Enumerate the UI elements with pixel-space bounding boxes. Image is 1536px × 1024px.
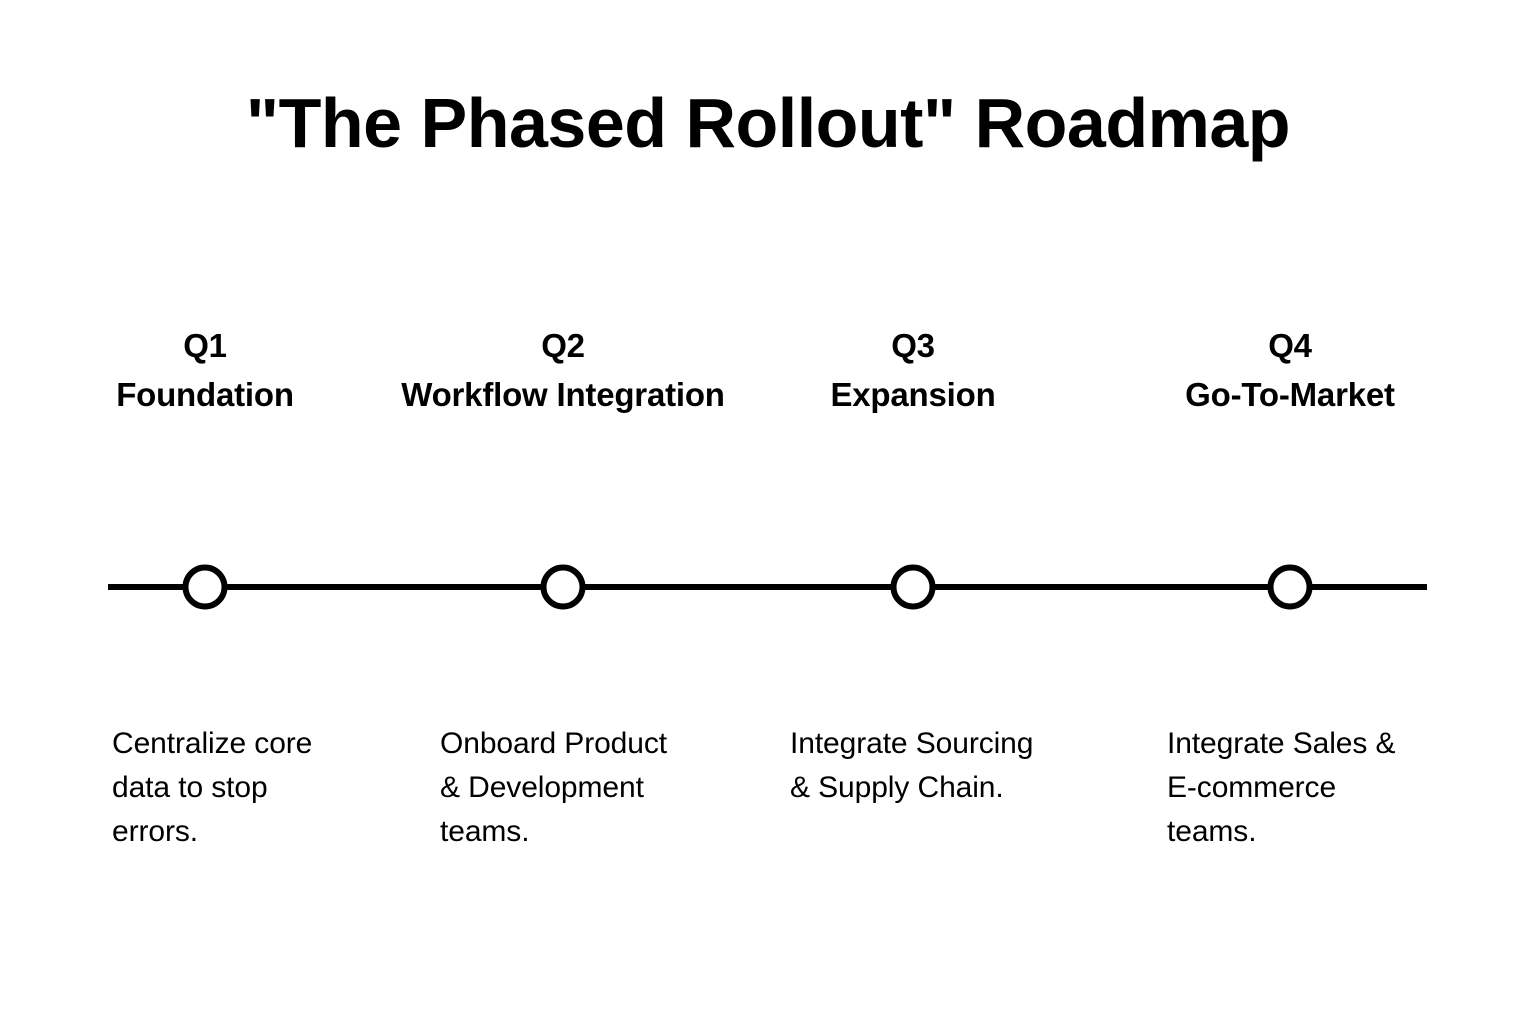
- milestone-q1-description: Centralize core data to stop errors.: [112, 727, 313, 849]
- milestone-q3-name: Expansion: [830, 375, 996, 413]
- page-title: "The Phased Rollout" Roadmap: [245, 84, 1291, 162]
- milestone-q1: Q1 Foundation Centralize core data to st…: [29, 0, 381, 1024]
- milestone-q4: Q4 Go-To-Market Integrate Sales & E-comm…: [1114, 0, 1466, 1024]
- milestone-q3-quarter: Q3: [891, 327, 935, 364]
- milestone-q2-quarter: Q2: [541, 327, 585, 364]
- milestone-q3-description: Integrate Sourcing & Supply Chain.: [790, 727, 1034, 805]
- milestone-q2-heading: Q2 Workflow Integration: [387, 322, 739, 420]
- milestone-q4-heading: Q4 Go-To-Market: [1114, 322, 1466, 420]
- milestone-q1-heading: Q1 Foundation: [29, 322, 381, 420]
- milestone-q4-description: Integrate Sales & E-commerce teams.: [1167, 727, 1396, 849]
- milestone-q1-name: Foundation: [116, 375, 294, 413]
- milestone-q3-heading: Q3 Expansion: [737, 322, 1089, 420]
- milestone-q3: Q3 Expansion Integrate Sourcing & Supply…: [737, 0, 1089, 1024]
- milestone-q4-quarter: Q4: [1268, 327, 1312, 364]
- milestone-q4-name: Go-To-Market: [1185, 375, 1395, 413]
- milestone-q2: Q2 Workflow Integration Onboard Product …: [387, 0, 739, 1024]
- milestone-q1-quarter: Q1: [183, 327, 227, 364]
- milestone-q2-description: Onboard Product & Development teams.: [440, 727, 667, 849]
- milestone-q2-name: Workflow Integration: [401, 375, 725, 413]
